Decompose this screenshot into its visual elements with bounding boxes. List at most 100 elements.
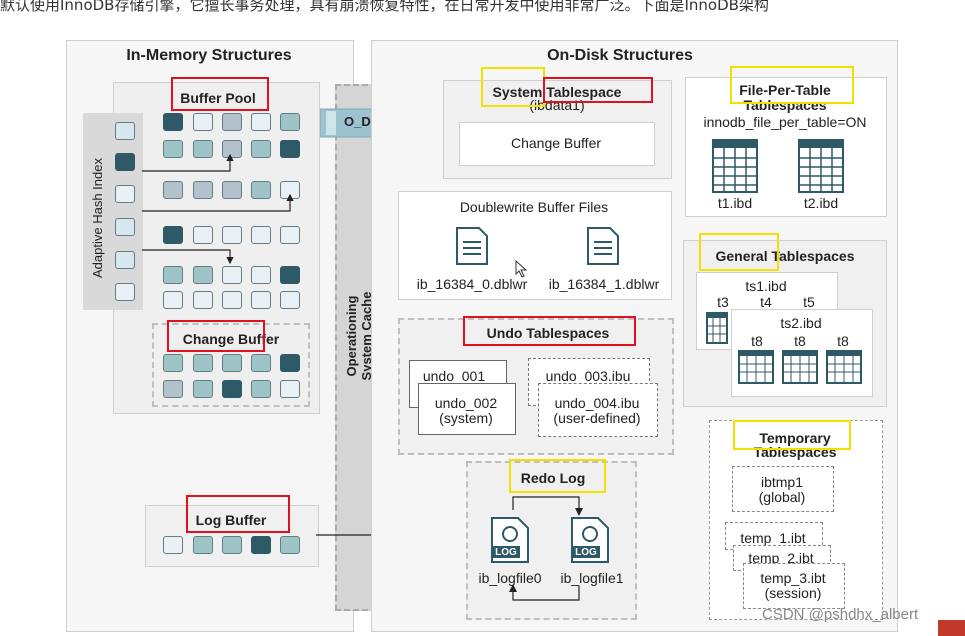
page-cell bbox=[222, 113, 242, 131]
ts1-col: t4 bbox=[760, 294, 772, 310]
page-cell bbox=[251, 354, 271, 372]
table-icon bbox=[798, 139, 844, 193]
hash-cell bbox=[115, 153, 135, 171]
hash-cell bbox=[115, 122, 135, 140]
ts1-col: t3 bbox=[717, 294, 729, 310]
ts1-col: t5 bbox=[803, 294, 815, 310]
page-cell bbox=[222, 291, 242, 309]
page-cell bbox=[193, 380, 213, 398]
ts2-col: t8 bbox=[794, 333, 806, 349]
hash-arrows bbox=[142, 153, 294, 265]
system-tablespace-title: System Tablespace bbox=[492, 84, 622, 100]
adaptive-hash-label: Adaptive Hash Index bbox=[90, 158, 105, 278]
ts1-label: ts1.ibd bbox=[745, 278, 787, 294]
undo-002-sub: (system) bbox=[439, 410, 493, 426]
page-cell bbox=[251, 226, 271, 244]
table-icon bbox=[826, 350, 862, 384]
redo-highlight bbox=[509, 459, 606, 493]
page-cell bbox=[163, 181, 183, 199]
table-icon bbox=[782, 350, 818, 384]
buffer-pool-label: Buffer Pool bbox=[180, 90, 256, 106]
cursor-icon bbox=[515, 260, 528, 278]
on-disk-title: On-Disk Structures bbox=[547, 47, 693, 64]
dblwr-file-2: ib_16384_1.dblwr bbox=[548, 276, 660, 292]
table-icon bbox=[706, 312, 728, 344]
page-cell bbox=[251, 113, 271, 131]
os-cache-label: Operationing System Cache bbox=[344, 291, 374, 381]
system-highlight-yellow bbox=[481, 67, 545, 107]
page-cell bbox=[251, 140, 271, 158]
redo-title: Redo Log bbox=[520, 470, 586, 486]
page-cell bbox=[193, 113, 213, 131]
general-title: General Tablespaces bbox=[715, 248, 855, 264]
memory-change-buffer bbox=[152, 323, 310, 407]
doc-icon bbox=[456, 227, 488, 265]
page-cell bbox=[280, 266, 300, 284]
undo-004-sub: (user-defined) bbox=[553, 410, 641, 426]
hash-cell bbox=[115, 283, 135, 301]
temp-1-label: temp_1.ibt bbox=[740, 530, 806, 546]
undo-004-label: undo_004.ibu bbox=[554, 395, 640, 411]
page-cell bbox=[193, 291, 213, 309]
system-change-buffer bbox=[459, 122, 655, 166]
temporary-highlight bbox=[733, 420, 851, 450]
page-cell bbox=[280, 226, 300, 244]
fpt-t2: t2.ibd bbox=[803, 195, 839, 211]
log-buffer-label: Log Buffer bbox=[195, 512, 267, 528]
page-cell bbox=[280, 291, 300, 309]
page-cell bbox=[251, 536, 271, 554]
change-buffer-highlight bbox=[167, 320, 265, 352]
dblwr-file-1: ib_16384_0.dblwr bbox=[416, 276, 528, 292]
undo-002 bbox=[418, 383, 516, 435]
undo-highlight bbox=[463, 316, 636, 346]
page-cell bbox=[193, 140, 213, 158]
undo-001-label: undo_001 bbox=[422, 368, 486, 384]
log-icon-text: LOG bbox=[575, 547, 597, 558]
hash-cell bbox=[115, 251, 135, 269]
fpt-highlight bbox=[730, 66, 854, 104]
system-change-buffer-label: Change Buffer bbox=[510, 135, 602, 151]
doc-icon bbox=[587, 227, 619, 265]
page-cell bbox=[280, 536, 300, 554]
redo-cycle-arrows bbox=[509, 496, 583, 601]
fpt-t1: t1.ibd bbox=[717, 195, 753, 211]
header-caption: 默认使用InnoDB存储引擎，它擅长事务处理，具有崩溃恢复特性，在日常开发中使用… bbox=[0, 0, 769, 12]
page-cell bbox=[251, 181, 271, 199]
page-cell bbox=[222, 536, 242, 554]
undo-002-label: undo_002 bbox=[434, 395, 498, 411]
log-buffer-highlight bbox=[186, 495, 290, 533]
page-cell bbox=[280, 380, 300, 398]
page-cell bbox=[193, 266, 213, 284]
page-cell bbox=[222, 354, 242, 372]
page-cell bbox=[222, 226, 242, 244]
watermark: CSDN @pshdhx_albert bbox=[762, 606, 919, 623]
page-cell bbox=[163, 291, 183, 309]
ibtmp-box bbox=[732, 466, 834, 512]
page-cell bbox=[163, 113, 183, 131]
page-cell bbox=[163, 266, 183, 284]
ts2-col: t8 bbox=[837, 333, 849, 349]
page-cell bbox=[163, 226, 183, 244]
page-cell bbox=[222, 181, 242, 199]
buffer-pool-highlight bbox=[171, 77, 269, 111]
temp-3-label: temp_3.ibt bbox=[760, 570, 826, 586]
adaptive-hash-column bbox=[83, 113, 143, 310]
log-file-icon bbox=[491, 517, 529, 563]
redo-file-0: ib_logfile0 bbox=[478, 570, 542, 586]
page-cell bbox=[163, 140, 183, 158]
redo-file-1: ib_logfile1 bbox=[560, 570, 624, 586]
log-icon-text: LOG bbox=[495, 547, 517, 558]
in-memory-title: In-Memory Structures bbox=[126, 47, 292, 64]
hash-cell bbox=[115, 218, 135, 236]
hash-cell bbox=[115, 185, 135, 203]
page-cell bbox=[222, 266, 242, 284]
doublewrite-box bbox=[398, 191, 672, 300]
page-cell bbox=[193, 181, 213, 199]
page-cell bbox=[193, 354, 213, 372]
corner-badge bbox=[938, 620, 965, 636]
temp-3-sub: (session) bbox=[764, 585, 822, 601]
general-highlight bbox=[699, 233, 779, 271]
temporary-title: Temporary bbox=[759, 430, 831, 446]
table-icon bbox=[712, 139, 758, 193]
page-cell bbox=[163, 536, 183, 554]
